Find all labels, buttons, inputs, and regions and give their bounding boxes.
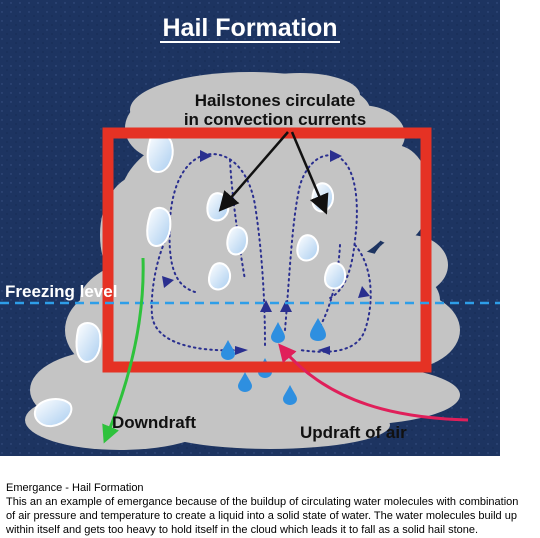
caption-line: within itself and gets too heavy to hold…	[6, 524, 479, 536]
caption-line: of air pressure and temperature to creat…	[6, 510, 517, 522]
hailstone-icon	[75, 322, 102, 364]
updraft-label: Updraft of air	[300, 423, 407, 442]
raindrop-icon	[310, 318, 326, 341]
diagram-title: Hail Formation	[162, 14, 337, 42]
downdraft-label: Downdraft	[112, 413, 196, 432]
callout-arrow-left	[218, 131, 289, 212]
raindrop-icon	[221, 340, 235, 360]
caption-heading: Emergance - Hail Formation	[6, 482, 144, 494]
focus-frame	[102, 127, 432, 373]
downdraft-arrow	[102, 257, 145, 444]
hailstone-icon	[206, 192, 230, 222]
raindrop-icon	[238, 372, 252, 392]
caption-block: Emergance - Hail Formation This an an ex…	[6, 481, 536, 537]
callout-arrow-right	[290, 131, 329, 215]
storm-cloud	[25, 72, 460, 450]
hailstone-icon	[296, 234, 320, 262]
hail-formation-diagram: Hail Formation Hailstones circulate in c…	[0, 0, 500, 456]
hailstone-icon	[208, 262, 232, 291]
freezing-level-label: Freezing level	[5, 282, 117, 301]
current-arrowheads	[162, 150, 370, 355]
raindrop-icon	[271, 322, 285, 343]
callout-line-1: Hailstones circulate	[195, 91, 356, 110]
hailstone-icon	[146, 206, 172, 248]
hailstone-icon	[146, 132, 174, 174]
hailstone-icon	[324, 262, 347, 290]
hailstone-icon	[34, 398, 73, 428]
callout-line-2: in convection currents	[184, 110, 366, 129]
raindrop-icon	[283, 385, 297, 405]
caption-line: This an an example of emergance because …	[6, 496, 519, 508]
updraft-arrow	[278, 343, 469, 422]
hailstone-icon	[226, 226, 249, 256]
